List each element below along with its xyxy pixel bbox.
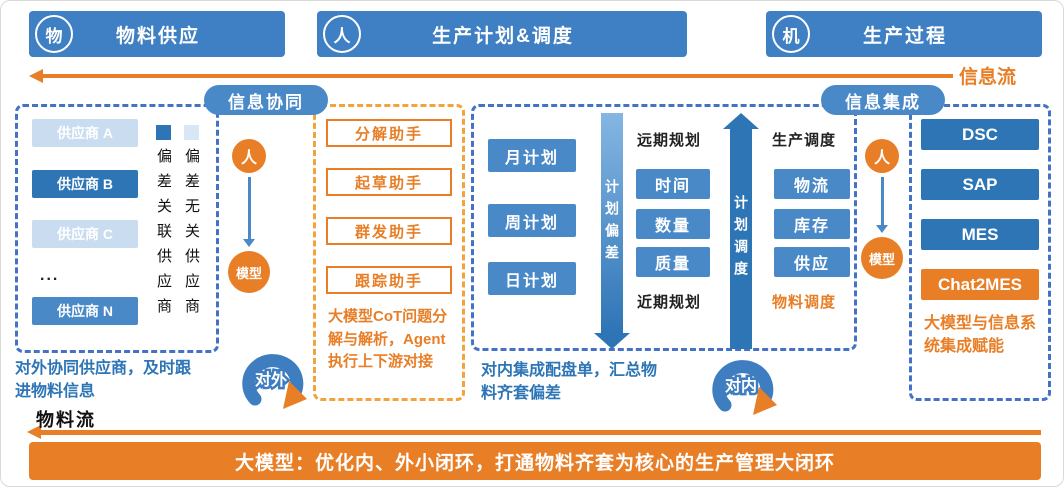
- model-icon: 模型: [228, 251, 270, 293]
- production-scheduling-label: 生产调度: [772, 132, 837, 149]
- internal-loop-arrow: 对内: [699, 353, 785, 422]
- material-icon: 物: [35, 15, 73, 53]
- plan-deviation-shaft: 计划偏差: [601, 113, 623, 333]
- system-dsc: DSC: [921, 119, 1039, 150]
- info-integration-badge: 信息集成: [821, 85, 945, 115]
- info-collaboration-badge: 信息协同: [204, 85, 328, 115]
- plan-monthly: 月计划: [488, 139, 576, 172]
- system-mes: MES: [921, 219, 1039, 250]
- loop-arrowhead-icon: [753, 387, 777, 415]
- metric-quantity: 数量: [636, 209, 710, 239]
- assistant-tracking: 跟踪助手: [326, 266, 452, 294]
- material-flow-arrowhead: [27, 425, 41, 439]
- person-model-connector: [247, 177, 251, 239]
- supplier-legend: 偏差关联供应商 偏差无关供应商: [155, 125, 200, 323]
- assistant-draft: 起草助手: [326, 168, 452, 196]
- header-bar-production-process: 机 生产过程: [766, 11, 1042, 57]
- supplier-item-c: 供应商 C: [32, 220, 138, 248]
- resource-logistics: 物流: [774, 169, 850, 199]
- legend-swatch-unrelated: [184, 125, 199, 140]
- long-term-planning-label: 远期规划: [637, 132, 702, 149]
- legend-label-related: 偏差关联供应商: [155, 148, 172, 323]
- plan-scheduling-arrow: 计划调度: [723, 113, 759, 349]
- plan-scheduling-label: 计划调度: [733, 195, 749, 283]
- systems-panel: DSC SAP MES Chat2MES 大模型与信息系统集成赋能: [909, 104, 1051, 401]
- plan-deviation-arrow: 计划偏差: [594, 113, 630, 349]
- internal-loop-label: 对内: [725, 376, 757, 395]
- external-loop-arrow: 对外: [229, 347, 315, 416]
- plan-weekly: 周计划: [488, 204, 576, 237]
- header-label-material-supply: 物料供应: [115, 25, 200, 47]
- plan-daily: 日计划: [488, 262, 576, 295]
- person-model-connector: [880, 177, 884, 225]
- supplier-ellipsis: ...: [40, 267, 60, 284]
- near-term-planning-label: 近期规划: [637, 294, 702, 311]
- info-flow-shaft: [41, 74, 953, 78]
- resource-supply: 供应: [774, 247, 850, 277]
- supplier-item-n: 供应商 N: [32, 297, 138, 325]
- model-icon: 模型: [861, 237, 903, 279]
- info-flow-arrowhead: [29, 69, 43, 83]
- assistant-broadcast: 群发助手: [326, 217, 452, 245]
- planning-panel: 月计划 周计划 日计划 计划偏差 远期规划 时间 数量 质量 近期规划 计划调度…: [471, 104, 857, 351]
- resource-inventory: 库存: [774, 209, 850, 239]
- person-icon: 人: [865, 139, 899, 173]
- internal-integration-note: 对内集成配盘单，汇总物料齐套偏差: [481, 362, 658, 403]
- bottom-banner: 大模型：优化内、外小闭环，打通物料齐套为核心的生产管理大闭环: [29, 442, 1041, 480]
- assistants-panel: 分解助手 起草助手 群发助手 跟踪助手 大模型CoT问题分解与解析，Agent执…: [313, 104, 465, 401]
- legend-related-suppliers: 偏差关联供应商: [155, 125, 172, 323]
- legend-swatch-related: [156, 125, 171, 140]
- machine-icon: 机: [772, 15, 810, 53]
- arrow-up-icon: [723, 113, 759, 129]
- system-list: DSC SAP MES Chat2MES: [912, 107, 1048, 300]
- header-label-planning-scheduling: 生产计划&调度: [432, 25, 574, 47]
- metric-time: 时间: [636, 169, 710, 199]
- person-model-right: 人 模型: [860, 139, 904, 283]
- assistant-decompose: 分解助手: [326, 119, 452, 147]
- plan-deviation-label: 计划偏差: [604, 179, 620, 267]
- systems-caption: 大模型与信息系统集成赋能: [924, 315, 1037, 356]
- header-label-production-process: 生产过程: [862, 25, 947, 47]
- person-icon: 人: [232, 139, 266, 173]
- loop-arrowhead-icon: [283, 381, 307, 409]
- legend-unrelated-suppliers: 偏差无关供应商: [183, 125, 200, 323]
- arrow-down-icon: [876, 225, 888, 233]
- person-icon: 人: [323, 15, 361, 53]
- plan-scheduling-shaft: 计划调度: [730, 129, 752, 349]
- assistants-caption: 大模型CoT问题分解与解析，Agent执行上下游对接: [328, 308, 448, 370]
- supplier-list: 供应商 A 供应商 B 供应商 C ... 供应商 N: [32, 119, 138, 325]
- info-flow-label: 信息流: [959, 67, 1017, 88]
- header-bar-material-supply: 物 物料供应: [29, 11, 285, 57]
- arrow-down-icon: [594, 333, 630, 349]
- person-model-left: 人 模型: [227, 139, 271, 297]
- external-collaboration-note: 对外协同供应商，及时跟进物料信息: [15, 360, 192, 401]
- supplier-item-a: 供应商 A: [32, 119, 138, 147]
- assistant-list: 分解助手 起草助手 群发助手 跟踪助手: [316, 107, 462, 294]
- material-flow-arrow: [27, 425, 1041, 439]
- system-chat2mes: Chat2MES: [921, 269, 1039, 300]
- material-scheduling-label: 物料调度: [772, 294, 837, 311]
- material-flow-shaft: [39, 430, 1041, 435]
- supplier-item-b: 供应商 B: [32, 170, 138, 198]
- material-flow-label: 物料流: [36, 410, 96, 430]
- external-loop-label: 对外: [255, 370, 287, 389]
- header-bar-planning-scheduling: 人 生产计划&调度: [317, 11, 687, 57]
- system-sap: SAP: [921, 169, 1039, 200]
- info-flow-arrow: [29, 69, 953, 83]
- metric-quality: 质量: [636, 247, 710, 277]
- arrow-down-icon: [243, 239, 255, 247]
- suppliers-panel: 供应商 A 供应商 B 供应商 C ... 供应商 N 偏差关联供应商 偏差无关…: [15, 104, 219, 353]
- legend-label-unrelated: 偏差无关供应商: [183, 148, 200, 323]
